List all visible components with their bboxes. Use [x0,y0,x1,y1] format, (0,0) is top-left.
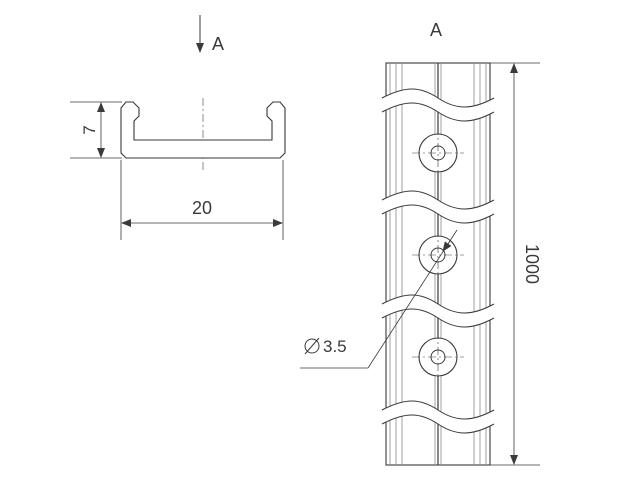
section-view: A 7 20 [70,15,286,240]
side-view: A [300,20,542,466]
hole-diameter-label: 3.5 [323,337,347,356]
view-label-a-top: A [212,34,224,54]
view-label-a-side: A [430,20,442,40]
height-dimension-label: 7 [80,125,99,134]
length-dimension-label: 1000 [522,244,542,284]
diameter-arrow [442,240,452,252]
mounting-hole-3 [412,331,464,383]
mounting-hole-1 [412,127,464,179]
width-dimension-label: 20 [192,198,212,218]
diameter-leader-diagonal [367,229,458,369]
diameter-symbol [304,337,320,355]
channel-profile [120,101,286,159]
